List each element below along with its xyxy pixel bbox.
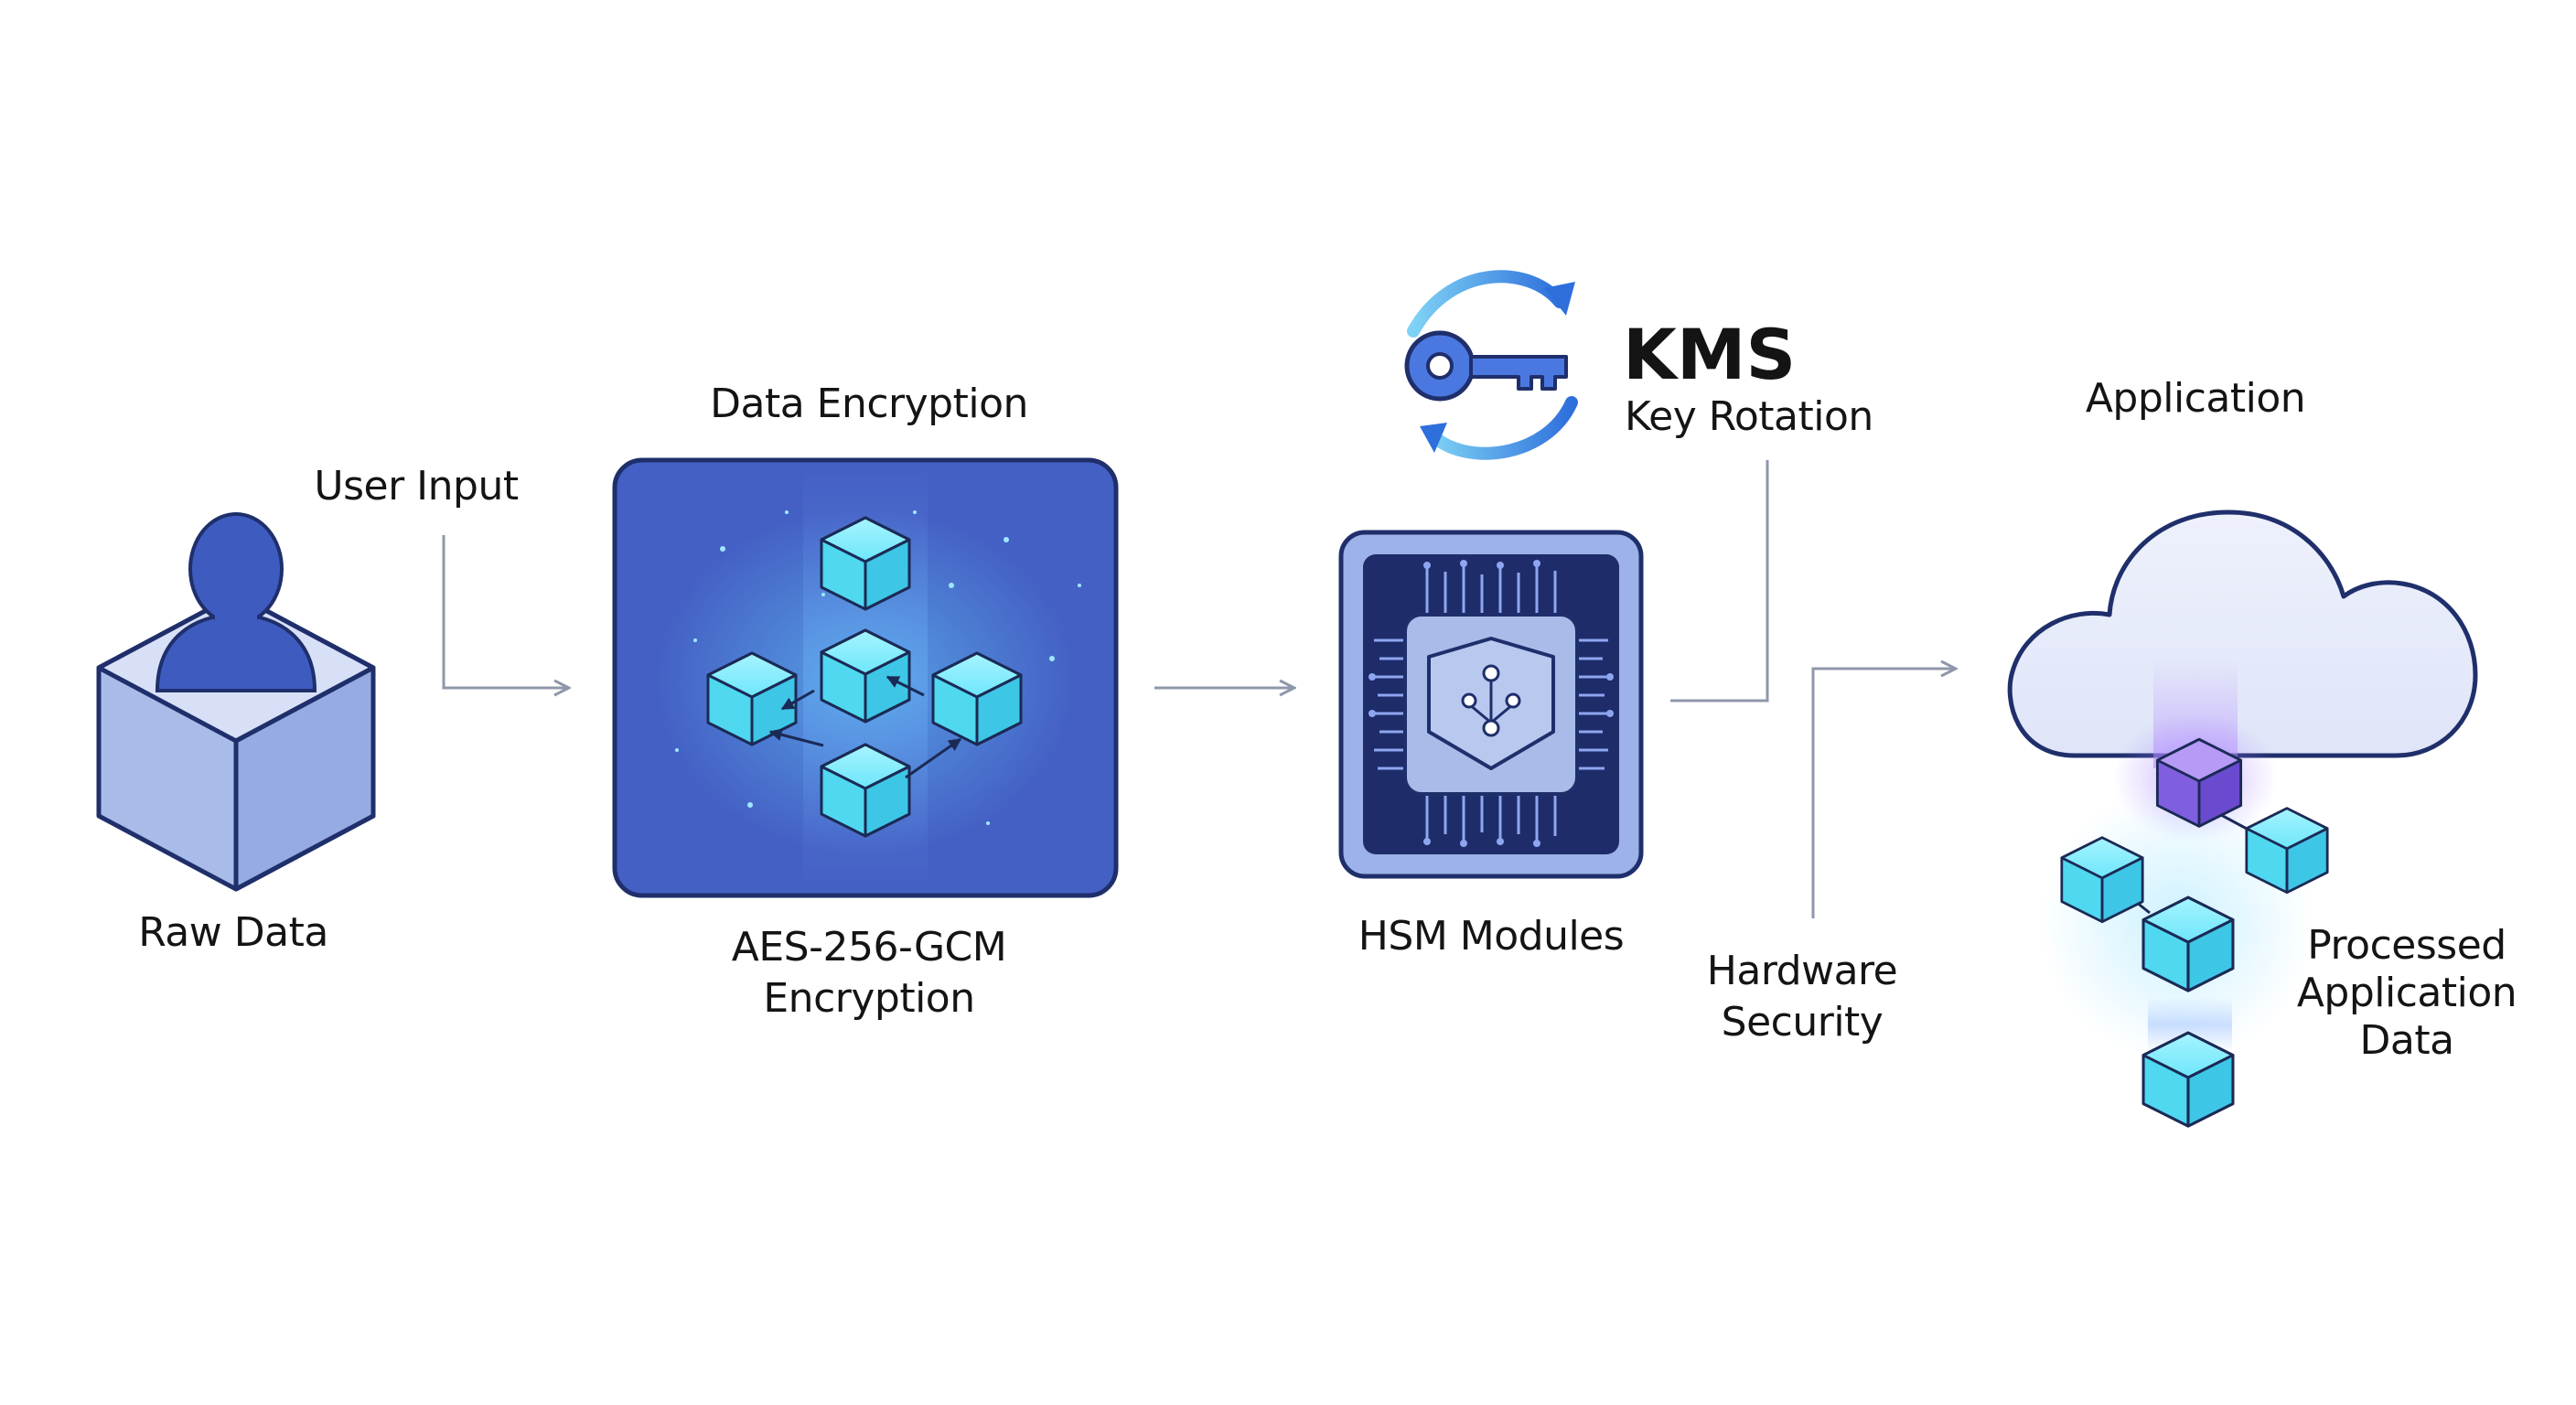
key-rotation-icon xyxy=(1404,270,1578,460)
cube-cluster-icon xyxy=(612,457,1119,898)
raw-data-label: Raw Data xyxy=(138,909,328,956)
flow-arrow-hardware-to-application xyxy=(1811,669,1956,918)
hardware-security-label: Hardware Security xyxy=(1683,946,1921,1048)
connector-kms-line xyxy=(1670,460,1769,702)
user-input-label: User Input xyxy=(314,463,519,509)
key-rotation-label: Key Rotation xyxy=(1625,393,1873,440)
kms-title: KMS xyxy=(1623,314,1797,395)
processed-data-label: Processed Application Data xyxy=(2274,922,2539,1065)
cloud-icon xyxy=(2007,509,2478,1128)
flow-arrow-user-to-encryption xyxy=(442,535,569,688)
aes-encryption-label: AES-256-GCM Encryption xyxy=(682,922,1057,1024)
aes-line-2: Encryption xyxy=(763,975,975,1022)
hsm-chip-icon xyxy=(1338,530,1644,879)
processed-line-3: Data xyxy=(2359,1017,2454,1064)
hsm-modules-label: HSM Modules xyxy=(1358,913,1625,960)
processed-line-2: Application xyxy=(2296,970,2517,1016)
aes-line-1: AES-256-GCM xyxy=(731,924,1007,971)
hardware-line-2: Security xyxy=(1721,999,1884,1046)
hardware-line-1: Hardware xyxy=(1706,948,1898,994)
data-encryption-label: Data Encryption xyxy=(710,381,1028,427)
user-box-icon xyxy=(96,512,376,892)
application-label: Application xyxy=(2085,375,2306,422)
processed-line-1: Processed xyxy=(2307,922,2506,969)
